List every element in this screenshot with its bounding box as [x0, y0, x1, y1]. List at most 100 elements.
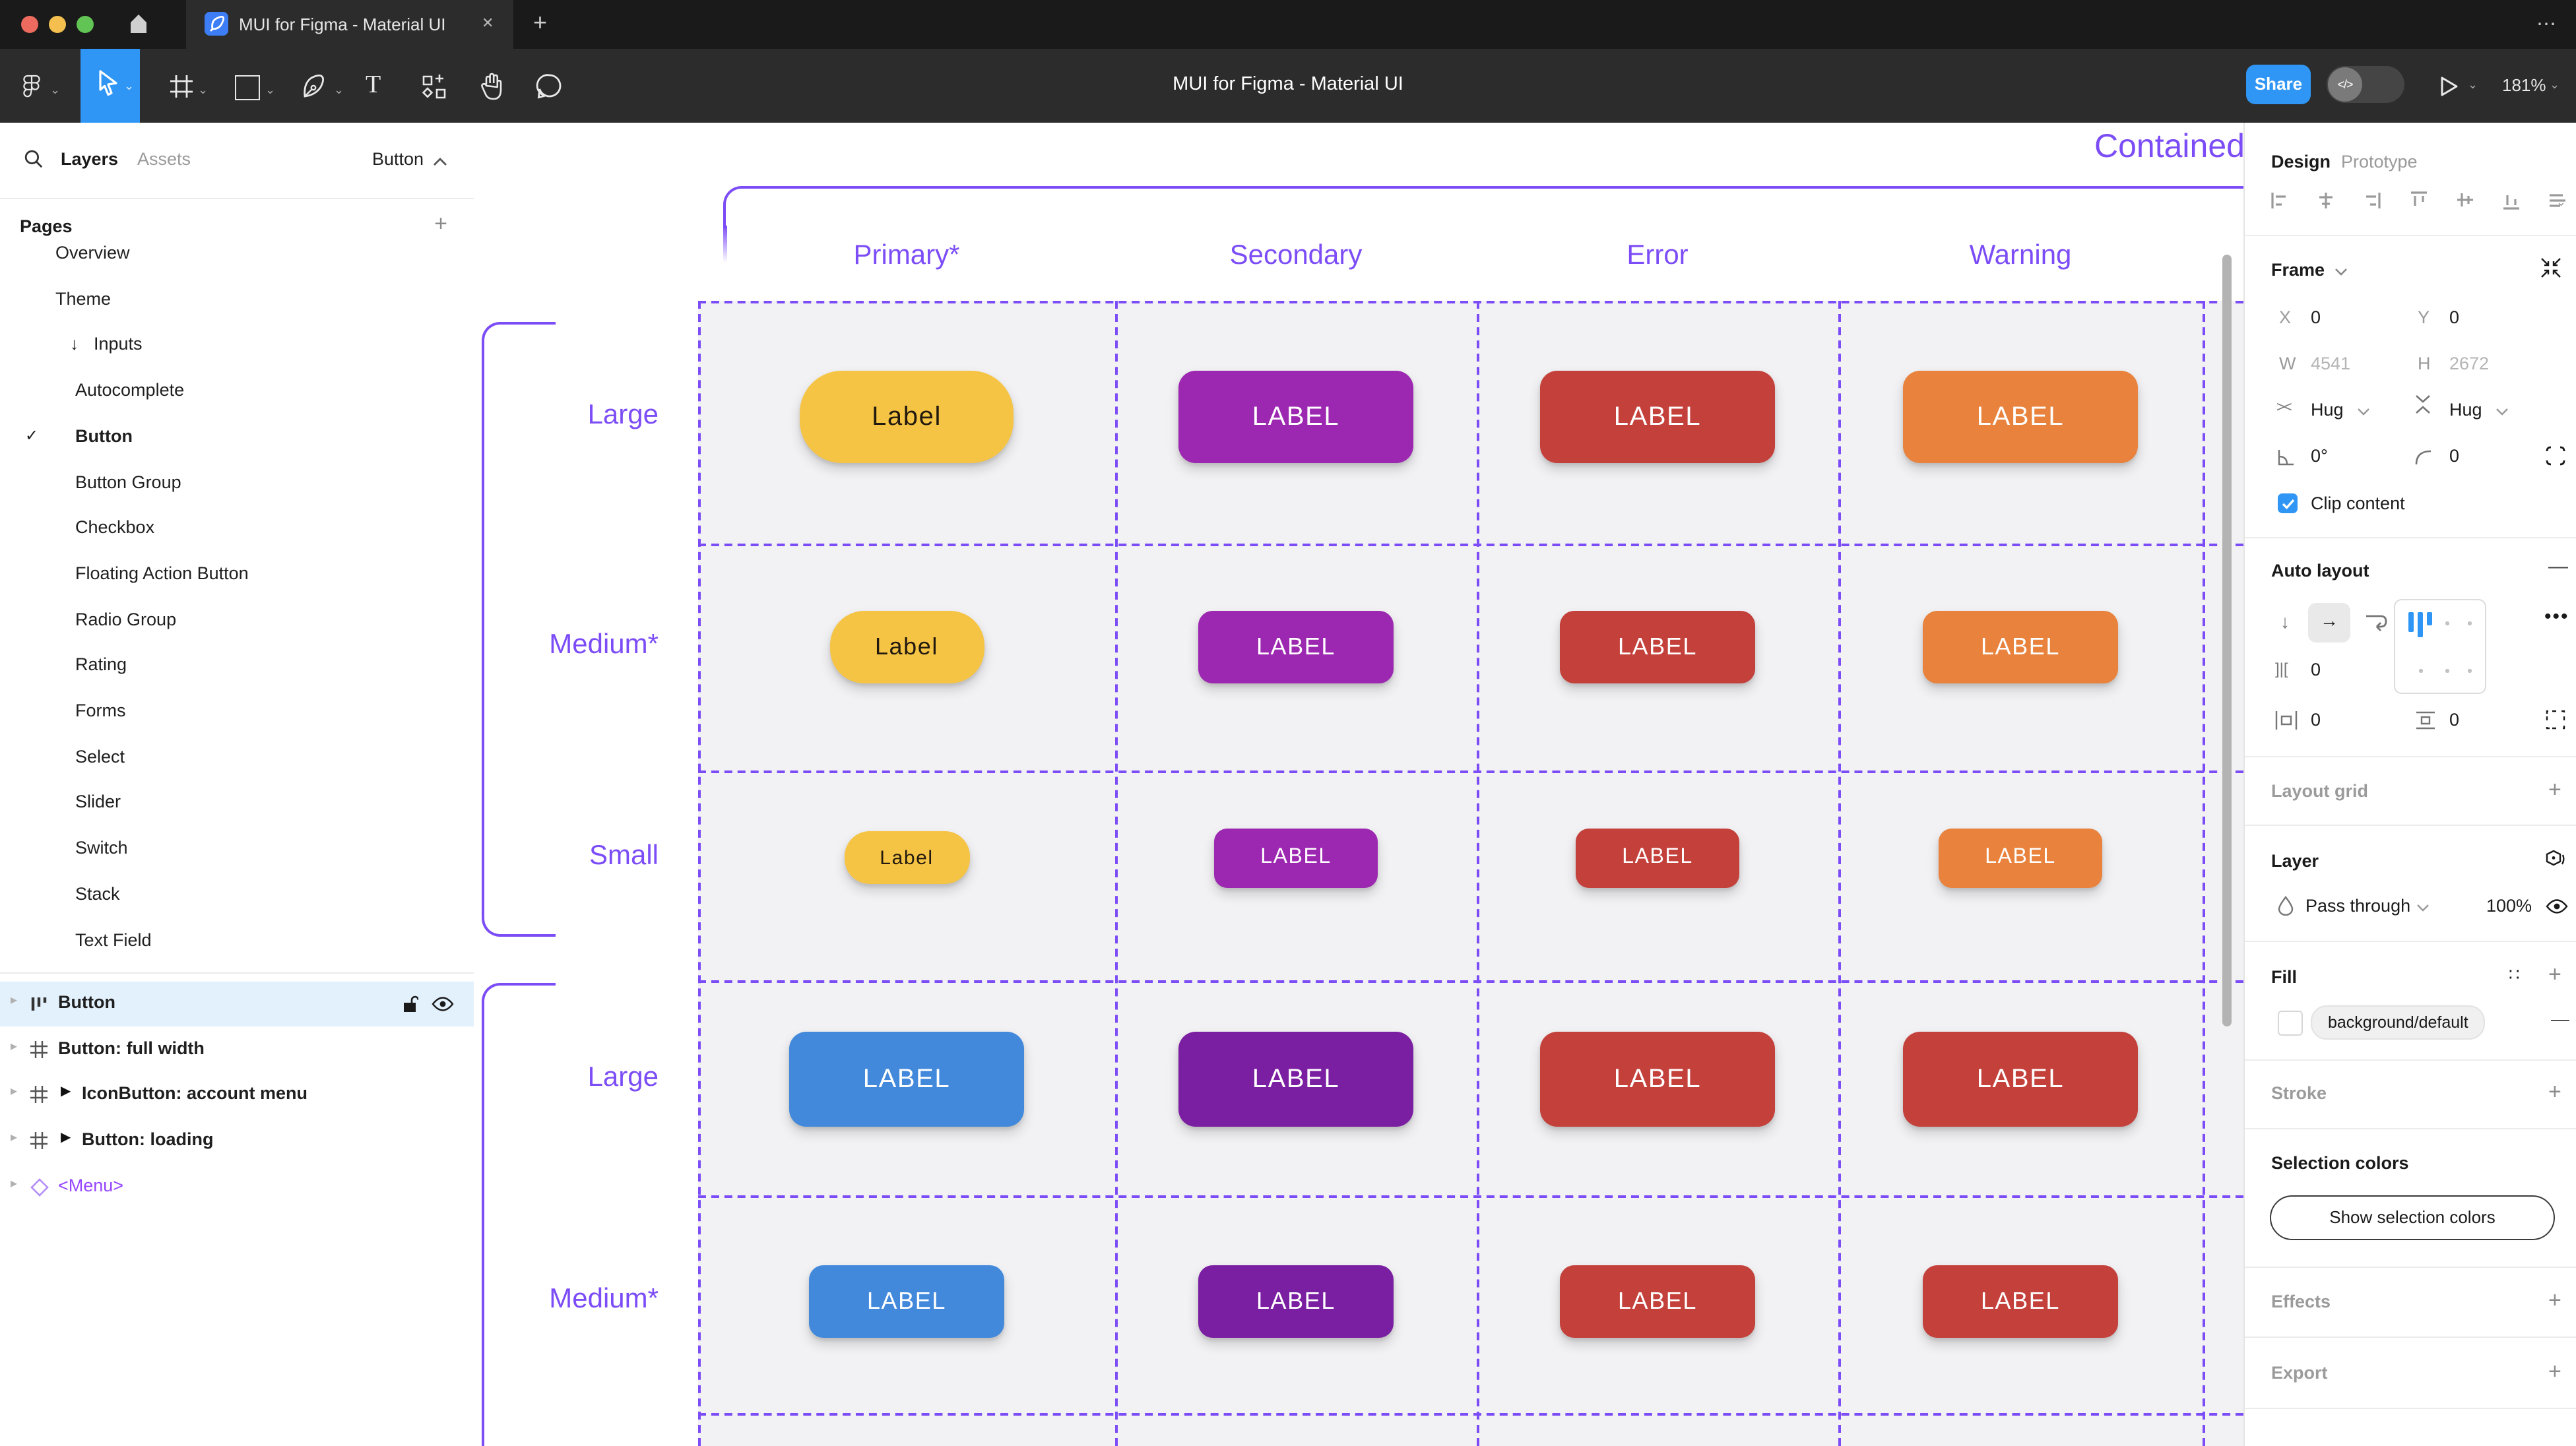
independent-padding-icon[interactable] — [2546, 710, 2565, 730]
sidebar-page-floating-action-button[interactable]: Floating Action Button — [0, 551, 474, 596]
new-tab-button[interactable]: + — [533, 9, 548, 36]
add-export-button[interactable]: + — [2548, 1359, 2561, 1384]
file-tab[interactable]: MUI for Figma - Material UI ✕ — [186, 0, 513, 49]
sidebar-page-button[interactable]: ✓Button — [0, 414, 474, 459]
hand-tool-icon[interactable] — [478, 71, 507, 102]
hug-horizontal-chevron-icon[interactable] — [2357, 408, 2370, 416]
tab-layers[interactable]: Layers — [61, 149, 119, 169]
fill-color-swatch[interactable] — [2278, 1011, 2303, 1036]
sidebar-page-autocomplete[interactable]: Autocomplete — [0, 368, 474, 413]
canvas-button-error_red-row4[interactable]: LABEL — [1560, 1265, 1755, 1337]
sidebar-page-forms[interactable]: Forms — [0, 689, 474, 734]
pen-tool-chevron-icon[interactable]: ⌄ — [334, 83, 344, 96]
remove-auto-layout-icon[interactable]: — — [2548, 555, 2568, 578]
zoom-chevron-icon[interactable]: ⌄ — [2550, 78, 2560, 91]
close-window-button[interactable] — [21, 16, 38, 33]
distribute-more-icon[interactable] — [2548, 191, 2567, 210]
remove-fill-icon[interactable]: — — [2551, 1008, 2569, 1029]
canvas-button-error_red-row3[interactable]: LABEL — [1540, 1032, 1775, 1127]
layer-expand-chevron-icon[interactable]: ▸ — [11, 1176, 18, 1191]
frame-title[interactable]: Contained — [2094, 128, 2243, 165]
hug-vertical-value[interactable]: Hug — [2449, 400, 2482, 420]
gap-value[interactable]: 0 — [2311, 660, 2321, 679]
auto-layout-more-icon[interactable]: ••• — [2544, 606, 2569, 628]
hug-horizontal-value[interactable]: Hug — [2311, 400, 2344, 420]
zoom-level[interactable]: 181% — [2502, 75, 2546, 95]
page-expand-arrow-icon[interactable]: ↓ — [70, 334, 79, 354]
canvas-button-primary_blue-row3[interactable]: LABEL — [789, 1032, 1024, 1127]
canvas-button-secondary_deep_purple-row3[interactable]: LABEL — [1178, 1032, 1413, 1127]
layer-row-iconbutton-account-menu[interactable]: ▸▶IconButton: account menu — [0, 1073, 474, 1118]
corner-radius-value[interactable]: 0 — [2449, 446, 2460, 466]
sidebar-page-theme[interactable]: Theme — [0, 276, 474, 321]
frame-tool-icon[interactable] — [169, 74, 194, 99]
layer-expand-chevron-icon[interactable]: ▸ — [11, 1131, 18, 1146]
sidebar-page-rating[interactable]: Rating — [0, 643, 474, 688]
canvas-button-secondary_purple-row1[interactable]: LABEL — [1198, 610, 1394, 683]
distribute-chevron-icon[interactable]: ⌄ — [2556, 195, 2567, 208]
frame-tool-chevron-icon[interactable]: ⌄ — [198, 83, 209, 96]
canvas-button-secondary_deep_purple-row4[interactable]: LABEL — [1198, 1265, 1394, 1337]
lock-icon[interactable] — [402, 995, 418, 1013]
blend-mode-value[interactable]: Pass through — [2305, 896, 2411, 916]
align-right-icon[interactable] — [2364, 191, 2382, 210]
sidebar-page-select[interactable]: Select — [0, 734, 474, 779]
layer-row-button[interactable]: ▸Button — [0, 982, 474, 1026]
canvas-button-primary_yellow-row0[interactable]: Label — [800, 371, 1014, 463]
pen-tool-icon[interactable] — [301, 73, 329, 100]
canvas-button-error_red-row4[interactable]: LABEL — [1923, 1265, 2118, 1337]
show-selection-colors-button[interactable]: Show selection colors — [2270, 1195, 2555, 1240]
align-h-center-icon[interactable] — [2317, 191, 2336, 210]
h-value[interactable]: 2672 — [2449, 354, 2490, 373]
w-value[interactable]: 4541 — [2311, 354, 2351, 373]
wrap-icon[interactable] — [2364, 611, 2387, 632]
align-bottom-icon[interactable] — [2502, 191, 2521, 210]
dev-mode-toggle[interactable]: </> — [2327, 66, 2404, 103]
canvas-button-primary_yellow-row2[interactable]: Label — [844, 831, 969, 884]
maximize-window-button[interactable] — [77, 16, 94, 33]
y-value[interactable]: 0 — [2449, 307, 2460, 327]
sidebar-page-text-field[interactable]: Text Field — [0, 918, 474, 962]
sidebar-page-button-group[interactable]: Button Group — [0, 460, 474, 505]
direction-down-icon[interactable]: ↓ — [2280, 611, 2290, 632]
present-play-icon[interactable] — [2439, 75, 2460, 98]
visibility-eye-icon[interactable] — [432, 996, 454, 1012]
add-effect-button[interactable]: + — [2548, 1288, 2561, 1313]
canvas-scrollbar[interactable] — [2222, 255, 2232, 1026]
layer-row-button-full-width[interactable]: ▸Button: full width — [0, 1027, 474, 1072]
shape-tool-chevron-icon[interactable]: ⌄ — [265, 83, 276, 96]
sidebar-page-radio-group[interactable]: Radio Group — [0, 597, 474, 642]
present-chevron-icon[interactable]: ⌄ — [2468, 78, 2478, 91]
window-more-icon[interactable]: ⋯ — [2536, 13, 2556, 36]
canvas-button-error_red-row2[interactable]: LABEL — [1576, 828, 1739, 887]
minimize-window-button[interactable] — [49, 16, 66, 33]
frame-section-title[interactable]: Frame — [2271, 260, 2325, 280]
selection-page-label[interactable]: Button — [371, 149, 424, 169]
move-tool-button[interactable]: ⌄ — [80, 49, 140, 123]
text-tool-icon[interactable]: T — [366, 71, 381, 99]
comment-tool-icon[interactable] — [536, 73, 564, 100]
direction-right-selected[interactable]: → — [2308, 603, 2350, 643]
vertical-padding-value[interactable]: 0 — [2449, 710, 2460, 730]
canvas-button-warning_orange-row1[interactable]: LABEL — [1923, 610, 2118, 683]
component-expand-icon[interactable]: ▶ — [61, 1084, 71, 1100]
main-menu-chevron-icon[interactable]: ⌄ — [50, 83, 61, 96]
sidebar-page-slider[interactable]: Slider — [0, 780, 474, 825]
sidebar-page-switch[interactable]: Switch — [0, 826, 474, 871]
sidebar-page-checkbox[interactable]: Checkbox — [0, 505, 474, 550]
fill-token-chip[interactable]: background/default — [2311, 1005, 2486, 1040]
fill-styles-icon[interactable]: ∷ — [2509, 964, 2521, 984]
layer-row--menu-[interactable]: ▸<Menu> — [0, 1165, 474, 1210]
canvas-button-warning_orange-row0[interactable]: LABEL — [1903, 371, 2138, 463]
collapse-panel-icon[interactable] — [2540, 257, 2561, 278]
canvas-button-secondary_purple-row0[interactable]: LABEL — [1178, 371, 1413, 463]
layer-blend-icon[interactable] — [2543, 848, 2565, 871]
add-fill-button[interactable]: + — [2548, 962, 2561, 987]
layer-expand-chevron-icon[interactable]: ▸ — [11, 1039, 18, 1054]
align-left-icon[interactable] — [2271, 191, 2290, 210]
search-icon[interactable] — [24, 149, 44, 169]
alignment-widget[interactable] — [2394, 599, 2486, 694]
tab-assets[interactable]: Assets — [137, 149, 191, 169]
clip-content-checkbox[interactable] — [2278, 493, 2298, 513]
